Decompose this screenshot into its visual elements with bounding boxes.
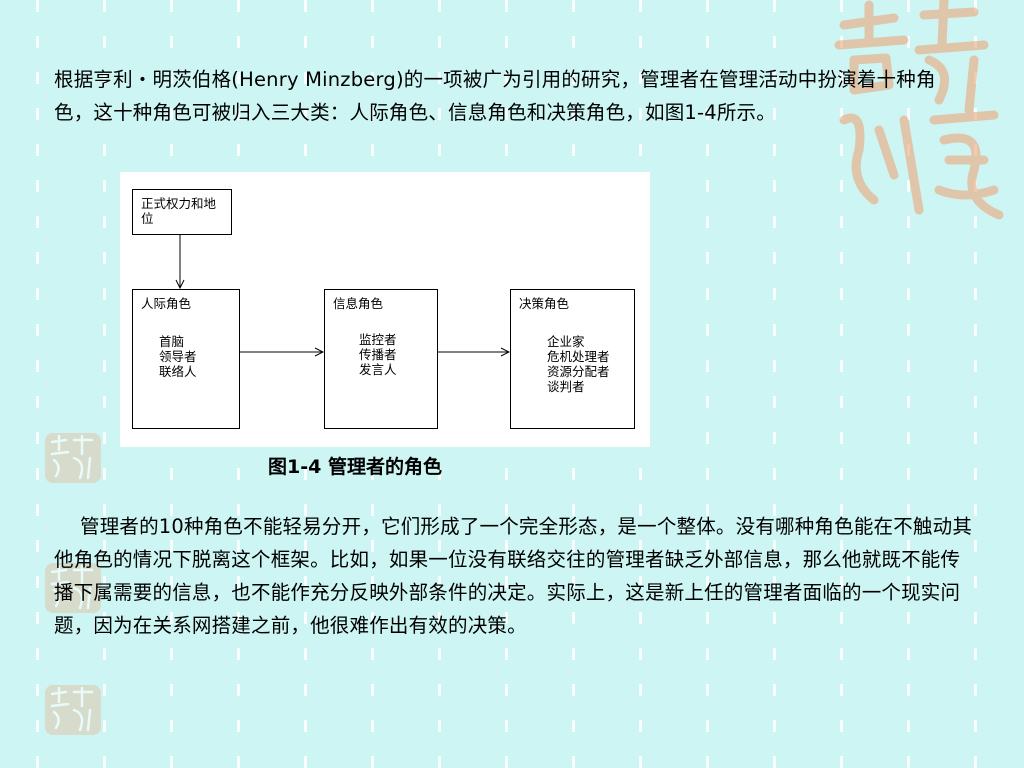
role-item: 企业家 [547, 334, 585, 349]
calligraphy-seal-decoration [834, 0, 1004, 220]
role-item: 联络人 [159, 364, 197, 379]
role-item: 首脑 [159, 334, 185, 349]
role-item: 监控者 [359, 332, 397, 347]
authority-box: 正式权力和地位 [132, 189, 232, 235]
informational-roles-list: 监控者 传播者 发言人 [359, 332, 397, 377]
role-item: 危机处理者 [547, 349, 610, 364]
body-paragraph: 管理者的10种角色不能轻易分开，它们形成了一个完全形态，是一个整体。没有哪种角色… [54, 515, 973, 637]
interpersonal-roles-list: 首脑 领导者 联络人 [159, 334, 197, 379]
role-item: 资源分配者 [547, 364, 610, 379]
informational-roles-title: 信息角色 [333, 296, 384, 311]
role-item: 领导者 [159, 349, 197, 364]
decisional-roles-box: 决策角色 企业家 危机处理者 资源分配者 谈判者 [510, 289, 635, 429]
informational-roles-box: 信息角色 监控者 传播者 发言人 [324, 289, 438, 429]
manager-roles-diagram: 正式权力和地位 人际角色 首脑 领导者 联络人 信息角色 监控者 传播者 发言人… [120, 172, 650, 447]
small-seal-decoration-1 [45, 433, 101, 483]
authority-box-label: 正式权力和地位 [141, 196, 217, 226]
small-seal-decoration-3 [45, 685, 101, 735]
role-item: 谈判者 [547, 379, 585, 394]
decisional-roles-title: 决策角色 [519, 296, 570, 311]
figure-caption: 图1-4 管理者的角色 [268, 456, 442, 478]
role-item: 传播者 [359, 347, 397, 362]
interpersonal-roles-title: 人际角色 [141, 296, 192, 311]
role-item: 发言人 [359, 362, 397, 377]
diagram-arrows [120, 235, 650, 447]
small-seal-decoration-2 [45, 563, 101, 613]
intro-paragraph: 根据亨利・明茨伯格(Henry Minzberg)的一项被广为引用的研究，管理者… [54, 68, 936, 124]
decisional-roles-list: 企业家 危机处理者 资源分配者 谈判者 [547, 334, 610, 394]
interpersonal-roles-box: 人际角色 首脑 领导者 联络人 [132, 289, 240, 429]
